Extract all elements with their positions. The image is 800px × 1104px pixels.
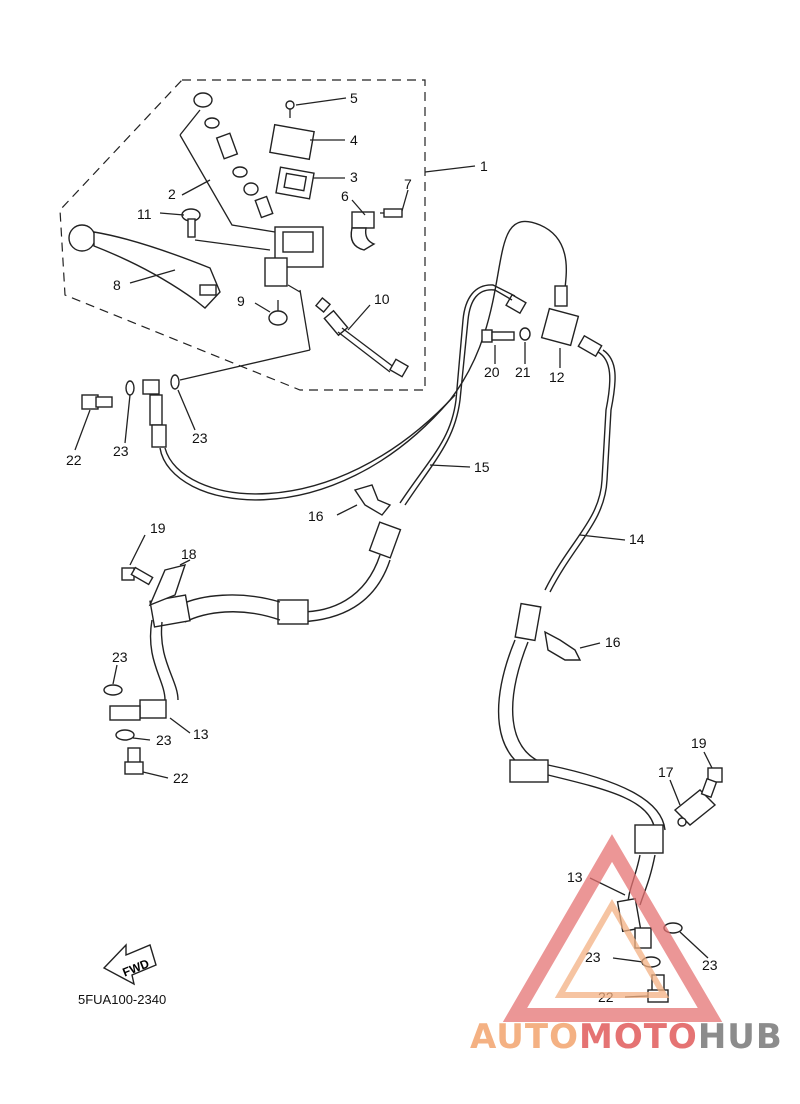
part-label: 19: [150, 520, 166, 536]
bracket-bolt-left: [121, 566, 154, 586]
brake-switch: [314, 296, 410, 378]
union-bolt-upper: [81, 394, 113, 410]
part-label: 22: [173, 770, 189, 786]
banjo-fitting-upper: [142, 379, 167, 448]
part-label: 23: [702, 957, 718, 973]
part-label: 2: [168, 186, 176, 202]
hose-clip-upper: [353, 484, 392, 516]
hose-clip-lower: [544, 630, 582, 661]
part-label: 7: [404, 176, 412, 192]
part-label: 19: [691, 735, 707, 751]
part-label: 6: [341, 188, 349, 204]
diagram-code: 5FUA100-2340: [78, 992, 166, 1007]
copper-washer: [115, 729, 135, 741]
part-label: 23: [113, 443, 129, 459]
watermark-logo: [502, 834, 723, 1022]
lock-nut: [268, 300, 288, 326]
holder-bracket: [350, 211, 376, 251]
watermark-hub: HUB: [697, 1017, 783, 1057]
part-label: 23: [585, 949, 601, 965]
fwd-arrow-icon: FWD: [102, 943, 157, 986]
joint-washer: [519, 327, 531, 341]
part-label: 11: [137, 206, 152, 222]
part-label: 13: [193, 726, 209, 742]
part-label: 9: [237, 293, 245, 309]
watermark-auto: AUTO: [470, 1017, 579, 1057]
part-label: 5: [350, 90, 358, 106]
part-label: 1: [480, 158, 488, 174]
brake-lever: [68, 224, 221, 309]
hose-bracket-left: [148, 564, 187, 607]
copper-washer: [103, 684, 123, 696]
master-cylinder: [264, 226, 324, 293]
brake-pipe-right: [544, 351, 611, 591]
joint-bolt: [481, 329, 515, 343]
part-label: 18: [181, 546, 197, 562]
holder-bolt: [380, 208, 403, 218]
watermark-text: AUTOMOTOHUB: [470, 1017, 783, 1057]
part-label: 10: [374, 291, 390, 307]
part-label: 22: [66, 452, 82, 468]
three-way-joint: [505, 285, 603, 358]
part-label: 4: [350, 132, 358, 148]
part-label: 16: [308, 508, 324, 524]
copper-washer: [170, 374, 180, 390]
brake-hose-upper: [159, 220, 567, 501]
part-label: 15: [474, 459, 490, 475]
union-bolt-left: [124, 747, 144, 775]
part-label: 16: [605, 634, 621, 650]
part-label: 21: [515, 364, 531, 380]
part-label: 23: [192, 430, 208, 446]
hose-bracket-right: [673, 789, 717, 827]
diaphragm: [275, 166, 315, 200]
part-label: 17: [658, 764, 674, 780]
cap-screw: [285, 100, 295, 118]
part-label: 13: [567, 869, 583, 885]
part-label: 23: [156, 732, 172, 748]
piston-kit: [179, 92, 276, 233]
copper-washer: [125, 380, 135, 396]
part-label: 23: [112, 649, 128, 665]
part-label: 20: [484, 364, 500, 380]
bracket-bolt-right: [700, 767, 723, 799]
part-label: 12: [549, 369, 565, 385]
watermark-moto: MOTO: [578, 1017, 698, 1057]
part-label: 14: [629, 531, 645, 547]
brake-pipe-left: [404, 289, 513, 506]
part-label: 8: [113, 277, 121, 293]
reservoir-cap: [269, 123, 315, 161]
brake-hose-left: [109, 521, 402, 721]
part-label: 3: [350, 169, 358, 185]
assembly-outline: [59, 79, 426, 391]
